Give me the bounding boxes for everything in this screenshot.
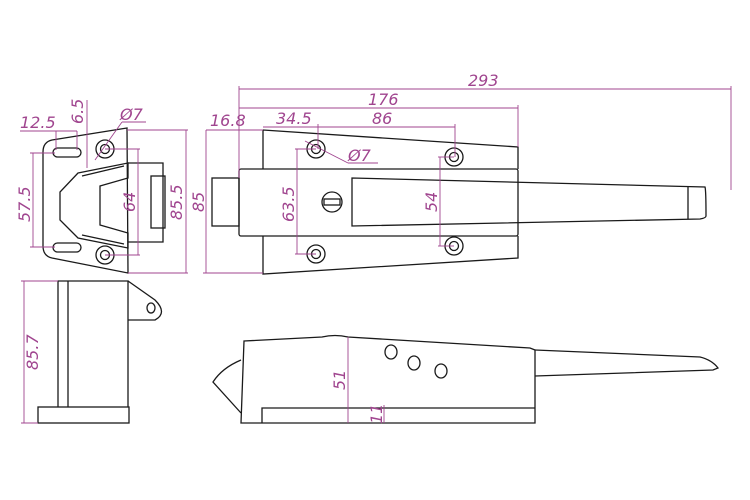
key-lock-icon bbox=[321, 191, 343, 213]
dim-293: 293 bbox=[468, 71, 499, 90]
dim-dia7-strike: Ø7 bbox=[119, 105, 144, 124]
slot-bottom bbox=[52, 242, 82, 253]
dim-54: 54 bbox=[422, 192, 441, 212]
latch-side-view bbox=[212, 334, 720, 424]
dim-86: 86 bbox=[372, 109, 392, 128]
dim-64: 64 bbox=[120, 192, 139, 212]
strike-dimensions: 12.5 6.5 Ø7 57.5 64 85.5 bbox=[15, 99, 188, 274]
slot-top bbox=[52, 147, 82, 158]
dim-85: 85 bbox=[189, 192, 208, 212]
dim-11: 11 bbox=[367, 404, 386, 424]
dim-6-5: 6.5 bbox=[68, 99, 87, 124]
dim-57-5: 57.5 bbox=[15, 186, 34, 222]
dim-85-5: 85.5 bbox=[167, 184, 186, 220]
strike-front-view bbox=[42, 127, 166, 274]
dim-63-5: 63.5 bbox=[279, 186, 298, 222]
strike-side-view bbox=[37, 280, 163, 424]
dim-34-5: 34.5 bbox=[276, 109, 312, 128]
dim-dia7-latch: Ø7 bbox=[347, 146, 372, 165]
dim-12-5: 12.5 bbox=[20, 113, 56, 132]
dim-51: 51 bbox=[330, 370, 349, 390]
dim-176: 176 bbox=[368, 90, 399, 109]
dim-85-7: 85.7 bbox=[23, 334, 42, 370]
latch-front-dimensions: 293 176 16.8 34.5 86 Ø7 85 63.5 54 bbox=[189, 71, 732, 274]
dim-16-8: 16.8 bbox=[210, 111, 246, 130]
